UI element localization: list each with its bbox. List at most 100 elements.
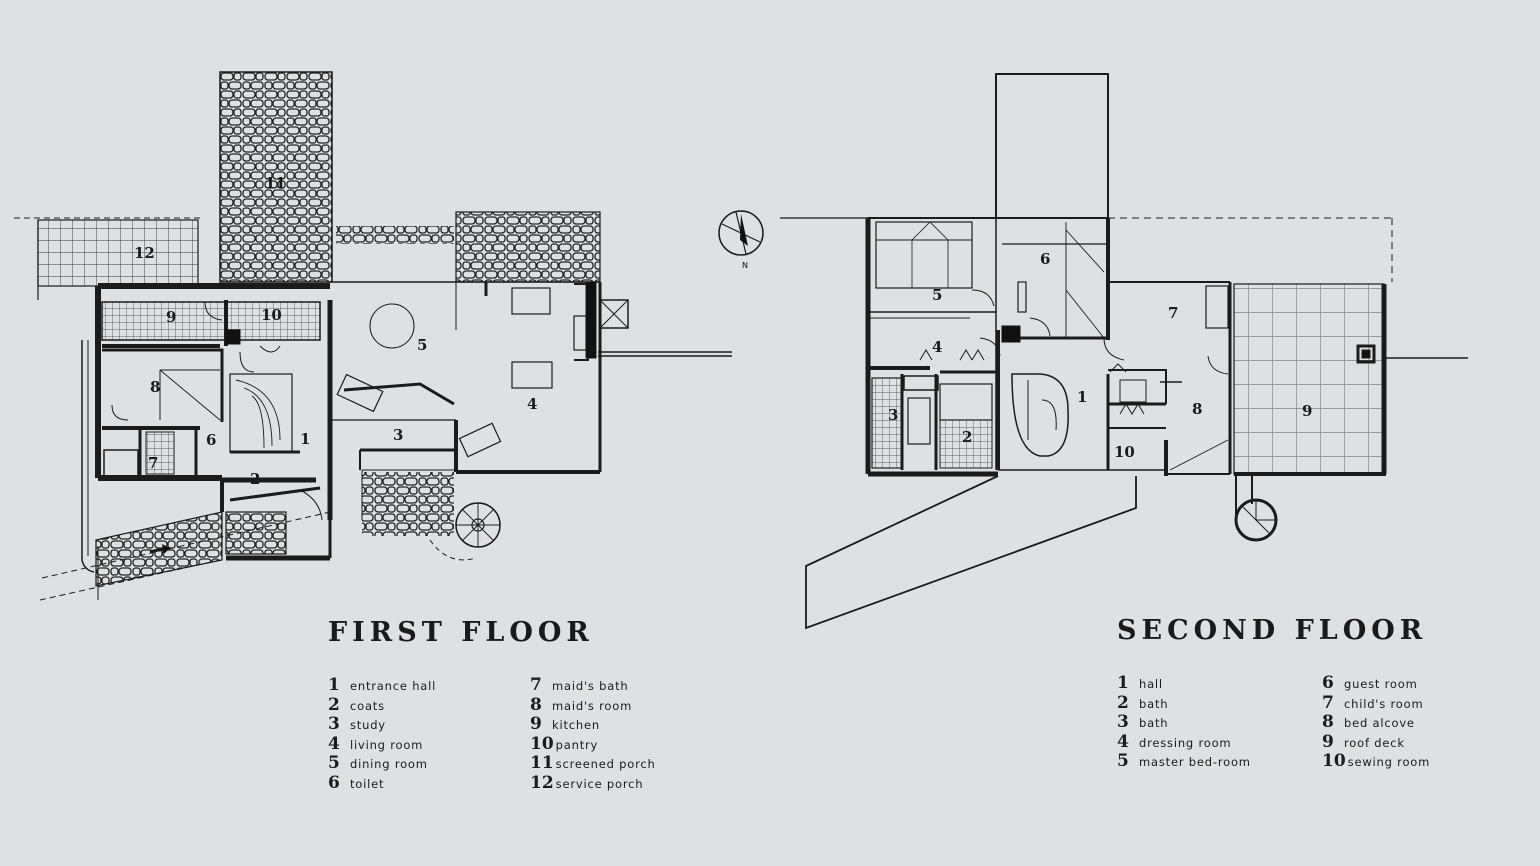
sf-room-number: 10 — [1114, 443, 1135, 461]
legend-label: entrance hall — [350, 679, 437, 693]
first-floor-title: FIRST FLOOR — [328, 617, 594, 648]
legend-number: 3 — [1117, 712, 1129, 733]
sf-room-number: 9 — [1302, 402, 1312, 420]
legend-item: 7 child's room — [1322, 692, 1430, 713]
legend-number: 9 — [530, 714, 542, 735]
legend-item: 7 maid's bath — [530, 675, 656, 695]
legend-label: hall — [1139, 677, 1163, 691]
north-arrow: N — [718, 210, 764, 270]
legend-label: service porch — [555, 776, 644, 791]
ff-room-number: 11 — [265, 174, 286, 192]
legend-label: coats — [350, 698, 385, 713]
legend-number: 3 — [328, 714, 340, 735]
legend-label: maid's room — [552, 698, 633, 713]
legend-number: 4 — [1117, 731, 1129, 752]
legend-label: maid's bath — [552, 679, 629, 693]
legend-item: 4 living room — [328, 733, 436, 754]
legend-number: 11 — [530, 753, 554, 774]
legend-label: study — [350, 718, 386, 733]
legend-number: 9 — [1322, 731, 1334, 752]
legend-item: 2 coats — [328, 694, 436, 715]
legend-item: 9 kitchen — [530, 714, 656, 734]
ff-room-number: 3 — [393, 426, 403, 444]
legend-number: 7 — [1322, 692, 1334, 713]
sf-room-number: 7 — [1168, 304, 1178, 322]
legend-number: 1 — [328, 675, 340, 695]
first-floor-legend-col-1: 1 entrance hall 2 coats 3 study 4 living roo… — [328, 675, 437, 792]
legend-number: 12 — [530, 772, 554, 793]
legend-number: 8 — [530, 694, 542, 715]
legend-item: 2 bath — [1117, 692, 1251, 713]
sf-room-number: 5 — [932, 286, 942, 304]
screened-porch-stone-floor — [219, 71, 333, 283]
roof-deck-grid — [1233, 283, 1385, 475]
legend-item: 8 bed alcove — [1322, 712, 1430, 732]
legend-item: 5 master bed-room — [1117, 751, 1251, 771]
legend-label: roof deck — [1344, 735, 1405, 750]
legend-label: sewing room — [1347, 755, 1431, 770]
legend-label: living room — [350, 737, 424, 752]
legend-item: 3 bath — [1117, 712, 1251, 732]
second-floor-title: SECOND FLOOR — [1117, 615, 1428, 646]
ff-room-number: 1 — [300, 430, 310, 448]
legend-label: dining room — [350, 757, 428, 772]
sf-room-number: 8 — [1192, 400, 1202, 418]
legend-item: 1 hall — [1117, 673, 1251, 693]
legend-number: 8 — [1322, 712, 1334, 733]
sf-room-number: 2 — [962, 428, 972, 446]
north-label: N — [742, 261, 748, 270]
legend-label: guest room — [1344, 677, 1418, 691]
legend-number: 10 — [1322, 751, 1346, 772]
legend-label: pantry — [555, 737, 599, 752]
ff-room-number: 4 — [527, 395, 537, 413]
legend-label: toilet — [350, 776, 385, 791]
legend-label: child's room — [1344, 696, 1424, 711]
legend-number: 5 — [328, 753, 340, 774]
legend-number: 5 — [1117, 751, 1129, 772]
sf-room-number: 3 — [888, 406, 898, 424]
legend-number: 10 — [530, 733, 554, 754]
first-floor-plan: 1 2 3 4 5 6 7 8 9 10 11 12 — [14, 71, 732, 601]
legend-item: 9 roof deck — [1322, 731, 1430, 752]
sf-room-number: 6 — [1040, 250, 1050, 268]
legend-label: bath — [1139, 696, 1169, 711]
ff-room-number: 10 — [261, 306, 282, 324]
legend-number: 2 — [1117, 692, 1129, 713]
ff-room-number: 2 — [250, 470, 260, 488]
ff-room-number: 12 — [134, 244, 155, 262]
legend-label: bath — [1139, 716, 1169, 731]
stone-terrace — [455, 211, 601, 283]
legend-label: bed alcove — [1344, 716, 1415, 731]
sf-room-number: 4 — [932, 338, 942, 356]
second-floor-legend-col-1: 1 hall 2 bath 3 bath 4 dressing room 5 master… — [1117, 673, 1251, 771]
legend-label: dressing room — [1139, 735, 1232, 750]
ff-room-number: 9 — [166, 308, 176, 326]
legend-label: screened porch — [555, 757, 656, 772]
legend-number: 2 — [328, 694, 340, 715]
legend-label: kitchen — [552, 718, 600, 733]
ff-room-number: 8 — [150, 378, 160, 396]
legend-number: 7 — [530, 675, 542, 695]
stone-path-top — [336, 226, 454, 244]
ff-room-number: 6 — [206, 431, 216, 449]
second-floor-plan: 1 2 3 4 5 6 7 8 9 10 — [780, 73, 1468, 630]
legend-label: master bed-room — [1139, 755, 1251, 770]
legend-number: 4 — [328, 733, 340, 754]
legend-number: 1 — [1117, 673, 1129, 693]
service-porch-tile — [37, 219, 199, 287]
legend-item: 4 dressing room — [1117, 731, 1251, 752]
ff-room-number: 5 — [417, 336, 427, 354]
legend-item: 8 maid's room — [530, 694, 656, 715]
legend-item: 5 dining room — [328, 753, 436, 773]
sf-room-number: 1 — [1077, 388, 1087, 406]
